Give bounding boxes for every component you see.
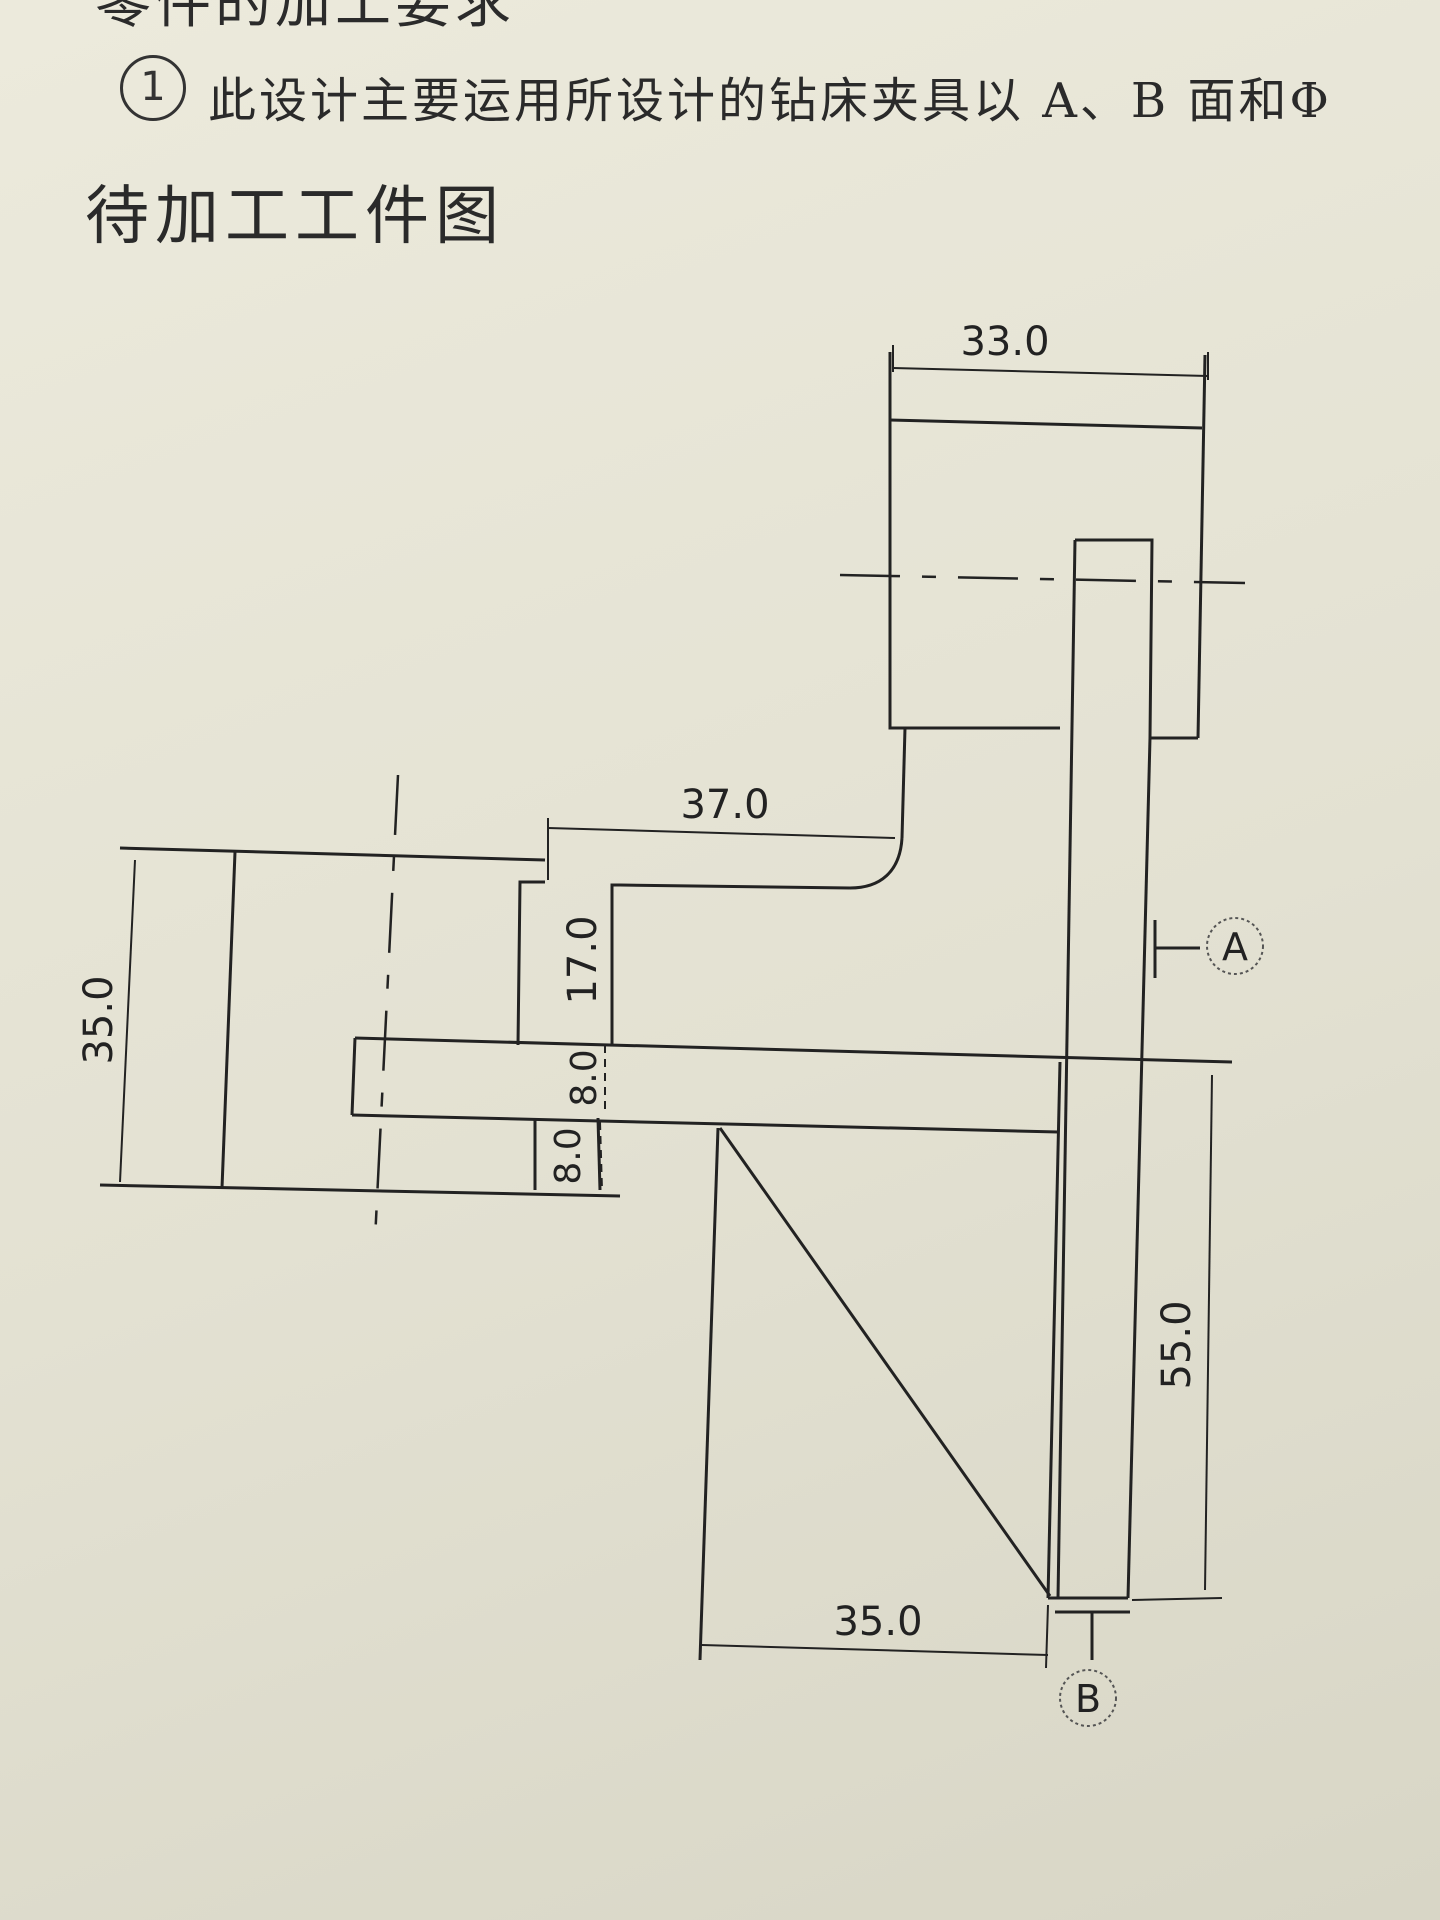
datum-a-label: A (1222, 925, 1248, 969)
slot-hidden-line-lower (599, 1121, 603, 1191)
dim-label-37: 37.0 (680, 782, 769, 828)
column-inner-line (1046, 1061, 1062, 1599)
dim-label-33: 33.0 (960, 319, 1049, 365)
document-heading-partial: 零件的加工要求 (95, 0, 515, 36)
dim-33-line (892, 367, 1209, 377)
hidden-lines (599, 1045, 606, 1191)
dim-label-35-bottom: 35.0 (833, 1599, 922, 1645)
dim-label-17: 17.0 (560, 915, 606, 1004)
dim-label-8-lower: 8.0 (548, 1127, 589, 1184)
boss-left-edge (220, 851, 237, 1189)
arm-top-edge (619, 883, 851, 890)
dim-35-bottom-ext-right (1045, 1604, 1049, 1669)
top-hole-centerline (839, 573, 1246, 585)
boss-top-line (119, 846, 546, 862)
intro-paragraph: 此设计主要运用所设计的钻床夹具以 A、B 面和Φ (208, 73, 1332, 129)
rib-left-edge (350, 1037, 357, 1116)
rib-bottom-edge (351, 1113, 1059, 1134)
dim-37-line (547, 827, 896, 839)
top-block-right-edge (1196, 354, 1207, 739)
intro-line: 1 此设计主要运用所设计的钻床夹具以 A、B 面和Φ (120, 55, 1440, 145)
rib-top-edge (354, 1036, 1233, 1064)
top-block-outline (888, 352, 1060, 730)
dim-label-55: 55.0 (1154, 1300, 1200, 1389)
datum-b-circle (1059, 1669, 1117, 1727)
boss-bottom-line (99, 1183, 621, 1198)
dim-label-35-left: 35.0 (76, 975, 122, 1064)
arm-step (610, 883, 620, 1045)
boss-slot-edge (596, 1117, 602, 1191)
triangle-hypotenuse (718, 1127, 1052, 1597)
circled-number-marker: 1 (120, 55, 186, 121)
datum-b-label: B (1075, 1677, 1101, 1721)
arm-fillet (849, 837, 904, 890)
triangle-vertical-edge (698, 1127, 720, 1661)
dim-35-left-line (119, 859, 136, 1183)
dimension-lines (119, 345, 1223, 1669)
boss-centerline (373, 774, 400, 1241)
dim-55-ext-bottom (1131, 1597, 1223, 1601)
column-upper-outline (1075, 538, 1154, 739)
dim-label-8-upper: 8.0 (564, 1049, 605, 1106)
arm-upper-vertical (900, 727, 907, 839)
boss-outline (516, 880, 545, 1046)
drawing-outline (99, 352, 1233, 1661)
dim-35-bottom-line (701, 1644, 1049, 1656)
column-right-edge (1126, 737, 1152, 1599)
dim-55-line (1204, 1074, 1213, 1591)
dimension-labels: 33.0 37.0 35.0 17.0 8.0 8.0 55.0 35.0 A … (76, 319, 1248, 1721)
column-left-edge (1056, 539, 1077, 1599)
section-title: 待加工工件图 (85, 180, 505, 254)
center-lines (373, 573, 1246, 1241)
top-block-inner-line (889, 418, 1203, 430)
datum-a-circle (1206, 917, 1264, 975)
datum-circles (1059, 917, 1264, 1727)
